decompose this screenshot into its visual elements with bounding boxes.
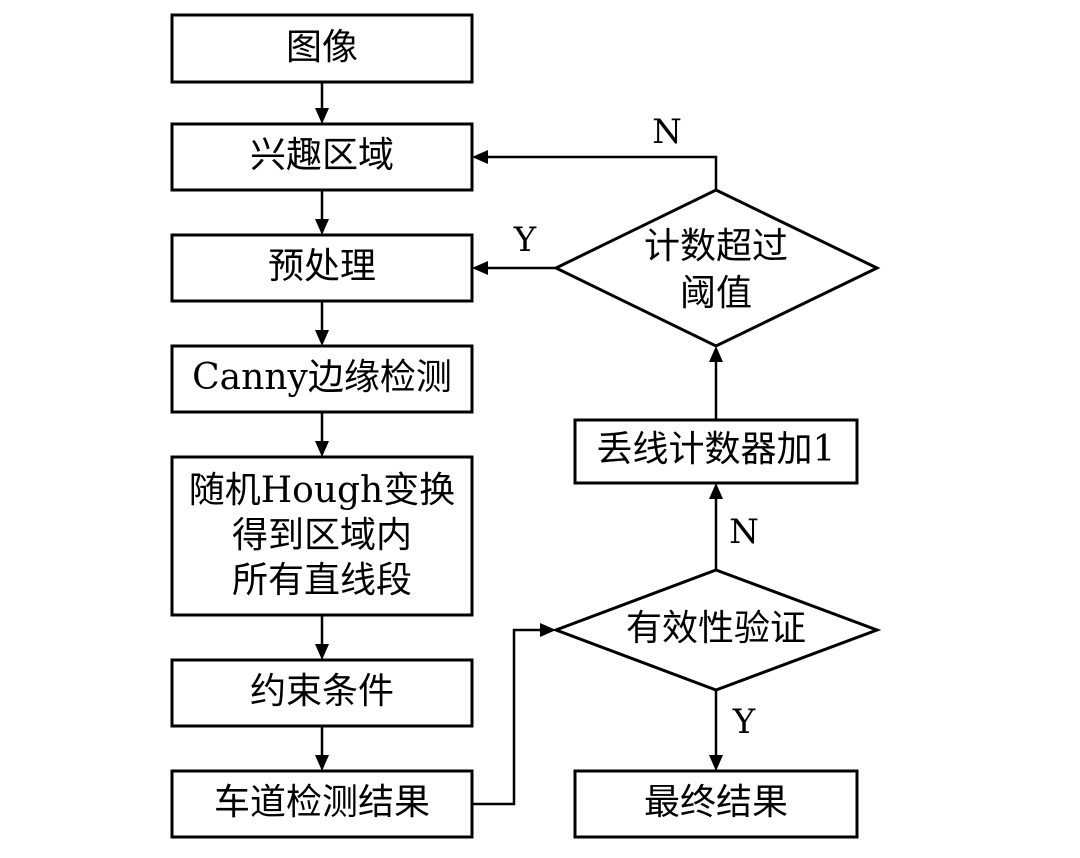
node-canny: Canny边缘检测	[170, 344, 474, 414]
node-final-result-label: 最终结果	[644, 782, 788, 823]
edge-validity-yes-to-final	[709, 690, 723, 771]
node-hough-line-3: 所有直线段	[232, 560, 412, 601]
node-threshold-line-2: 阈值	[680, 273, 752, 314]
node-constraints: 约束条件	[170, 658, 474, 728]
node-lost-counter: 丢线计数器加1	[573, 418, 859, 485]
node-threshold-line-1: 计数超过	[644, 226, 788, 267]
node-final-result: 最终结果	[573, 769, 859, 839]
edge-roi-to-preprocess	[315, 190, 329, 235]
node-roi: 兴趣区域	[170, 122, 474, 192]
edge-label-validity-yes: Y	[732, 702, 756, 742]
node-threshold-decision: 计数超过 阈值	[552, 188, 881, 348]
node-roi-label: 兴趣区域	[250, 135, 394, 176]
edge-label-threshold-yes: Y	[513, 220, 537, 260]
node-image: 图像	[170, 13, 474, 84]
node-lane-result: 车道检测结果	[170, 769, 474, 839]
node-hough: 随机Hough变换 得到区域内 所有直线段	[170, 455, 474, 617]
node-lost-counter-label: 丢线计数器加1	[597, 429, 836, 470]
edge-label-threshold-no: N	[652, 112, 682, 152]
node-validity-decision: 有效性验证	[551, 568, 882, 692]
edge-image-to-roi	[315, 82, 329, 124]
edge-preprocess-to-canny	[315, 301, 329, 346]
edge-counter-to-threshold	[709, 346, 723, 420]
node-preprocess: 预处理	[170, 233, 474, 303]
node-validity-label: 有效性验证	[626, 608, 806, 649]
node-canny-label: Canny边缘检测	[192, 357, 452, 398]
edge-hough-to-constraints	[315, 615, 329, 660]
edge-lane-result-to-validity	[472, 623, 556, 806]
node-image-label: 图像	[286, 27, 358, 68]
edge-canny-to-hough	[315, 412, 329, 457]
node-hough-line-1: 随机Hough变换	[189, 470, 456, 511]
node-hough-line-2: 得到区域内	[232, 515, 412, 556]
node-constraints-label: 约束条件	[250, 671, 394, 712]
node-lane-result-label: 车道检测结果	[214, 782, 430, 823]
edge-threshold-no-to-roi	[472, 150, 718, 190]
edge-constraints-to-lane-result	[315, 726, 329, 771]
node-preprocess-label: 预处理	[268, 246, 376, 287]
edge-threshold-yes-to-preprocess	[472, 261, 556, 275]
edge-label-validity-no: N	[729, 512, 759, 552]
edge-validity-no-to-counter	[709, 483, 723, 570]
